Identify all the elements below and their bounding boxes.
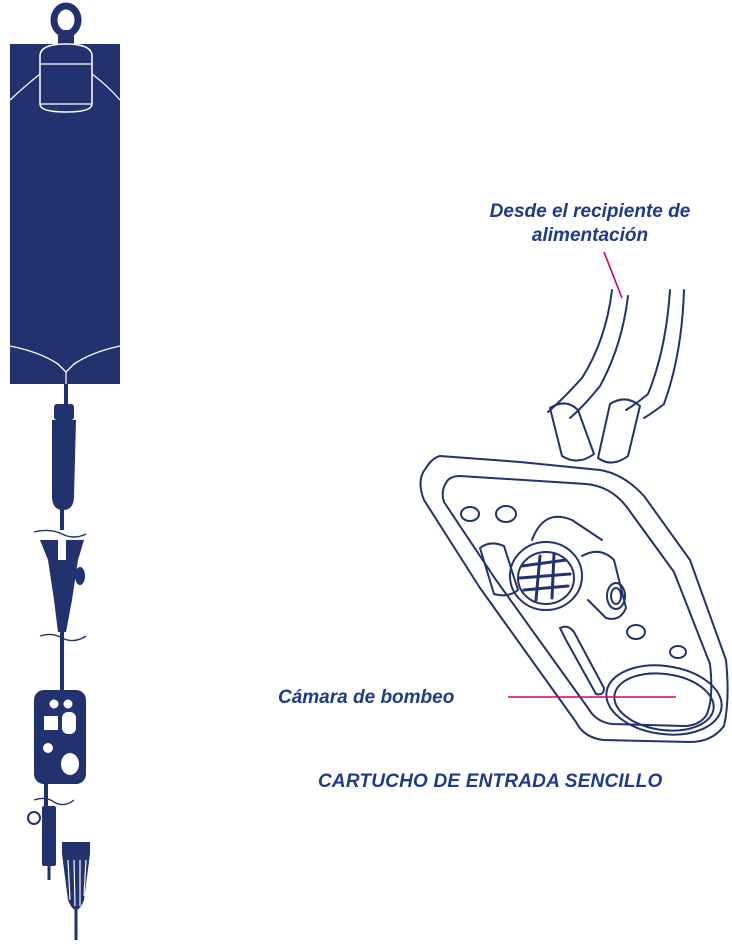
- tube-connectors: [549, 398, 641, 464]
- feeding-bag: [9, 43, 121, 384]
- valve-rotor: [479, 515, 627, 620]
- pinch-fingers: [606, 582, 687, 659]
- diagram-caption: CARTUCHO DE ENTRADA SENCILLO: [318, 771, 663, 792]
- drip-connector: [52, 404, 76, 510]
- cassette-illustration: [419, 289, 729, 743]
- leader-lines: [508, 251, 676, 698]
- pump-chamber-label: Cámara de bombeo: [278, 687, 455, 708]
- feed-source-label: Desde el recipiente de alimentación: [448, 200, 732, 248]
- inlet-ports: [460, 505, 517, 523]
- spike-adapter: [62, 842, 90, 940]
- bag-hanger-ring: [50, 2, 82, 44]
- source-leader-line: [603, 251, 623, 299]
- pump-chamber: [605, 664, 723, 736]
- inlet-tubing: [547, 289, 685, 419]
- end-connector: [27, 806, 56, 880]
- tube-break-marks: [33, 529, 87, 806]
- feeding-set-illustration: [9, 2, 121, 940]
- mini-cassette: [34, 690, 86, 784]
- feed-source-label-line1: Desde el recipiente de: [489, 201, 691, 222]
- feed-source-label-line2: alimentación: [531, 225, 649, 246]
- feeding-tube: [44, 384, 68, 806]
- cassette-slot: [559, 625, 605, 696]
- roller-clamp: [40, 540, 85, 632]
- cassette-frame: [419, 455, 729, 743]
